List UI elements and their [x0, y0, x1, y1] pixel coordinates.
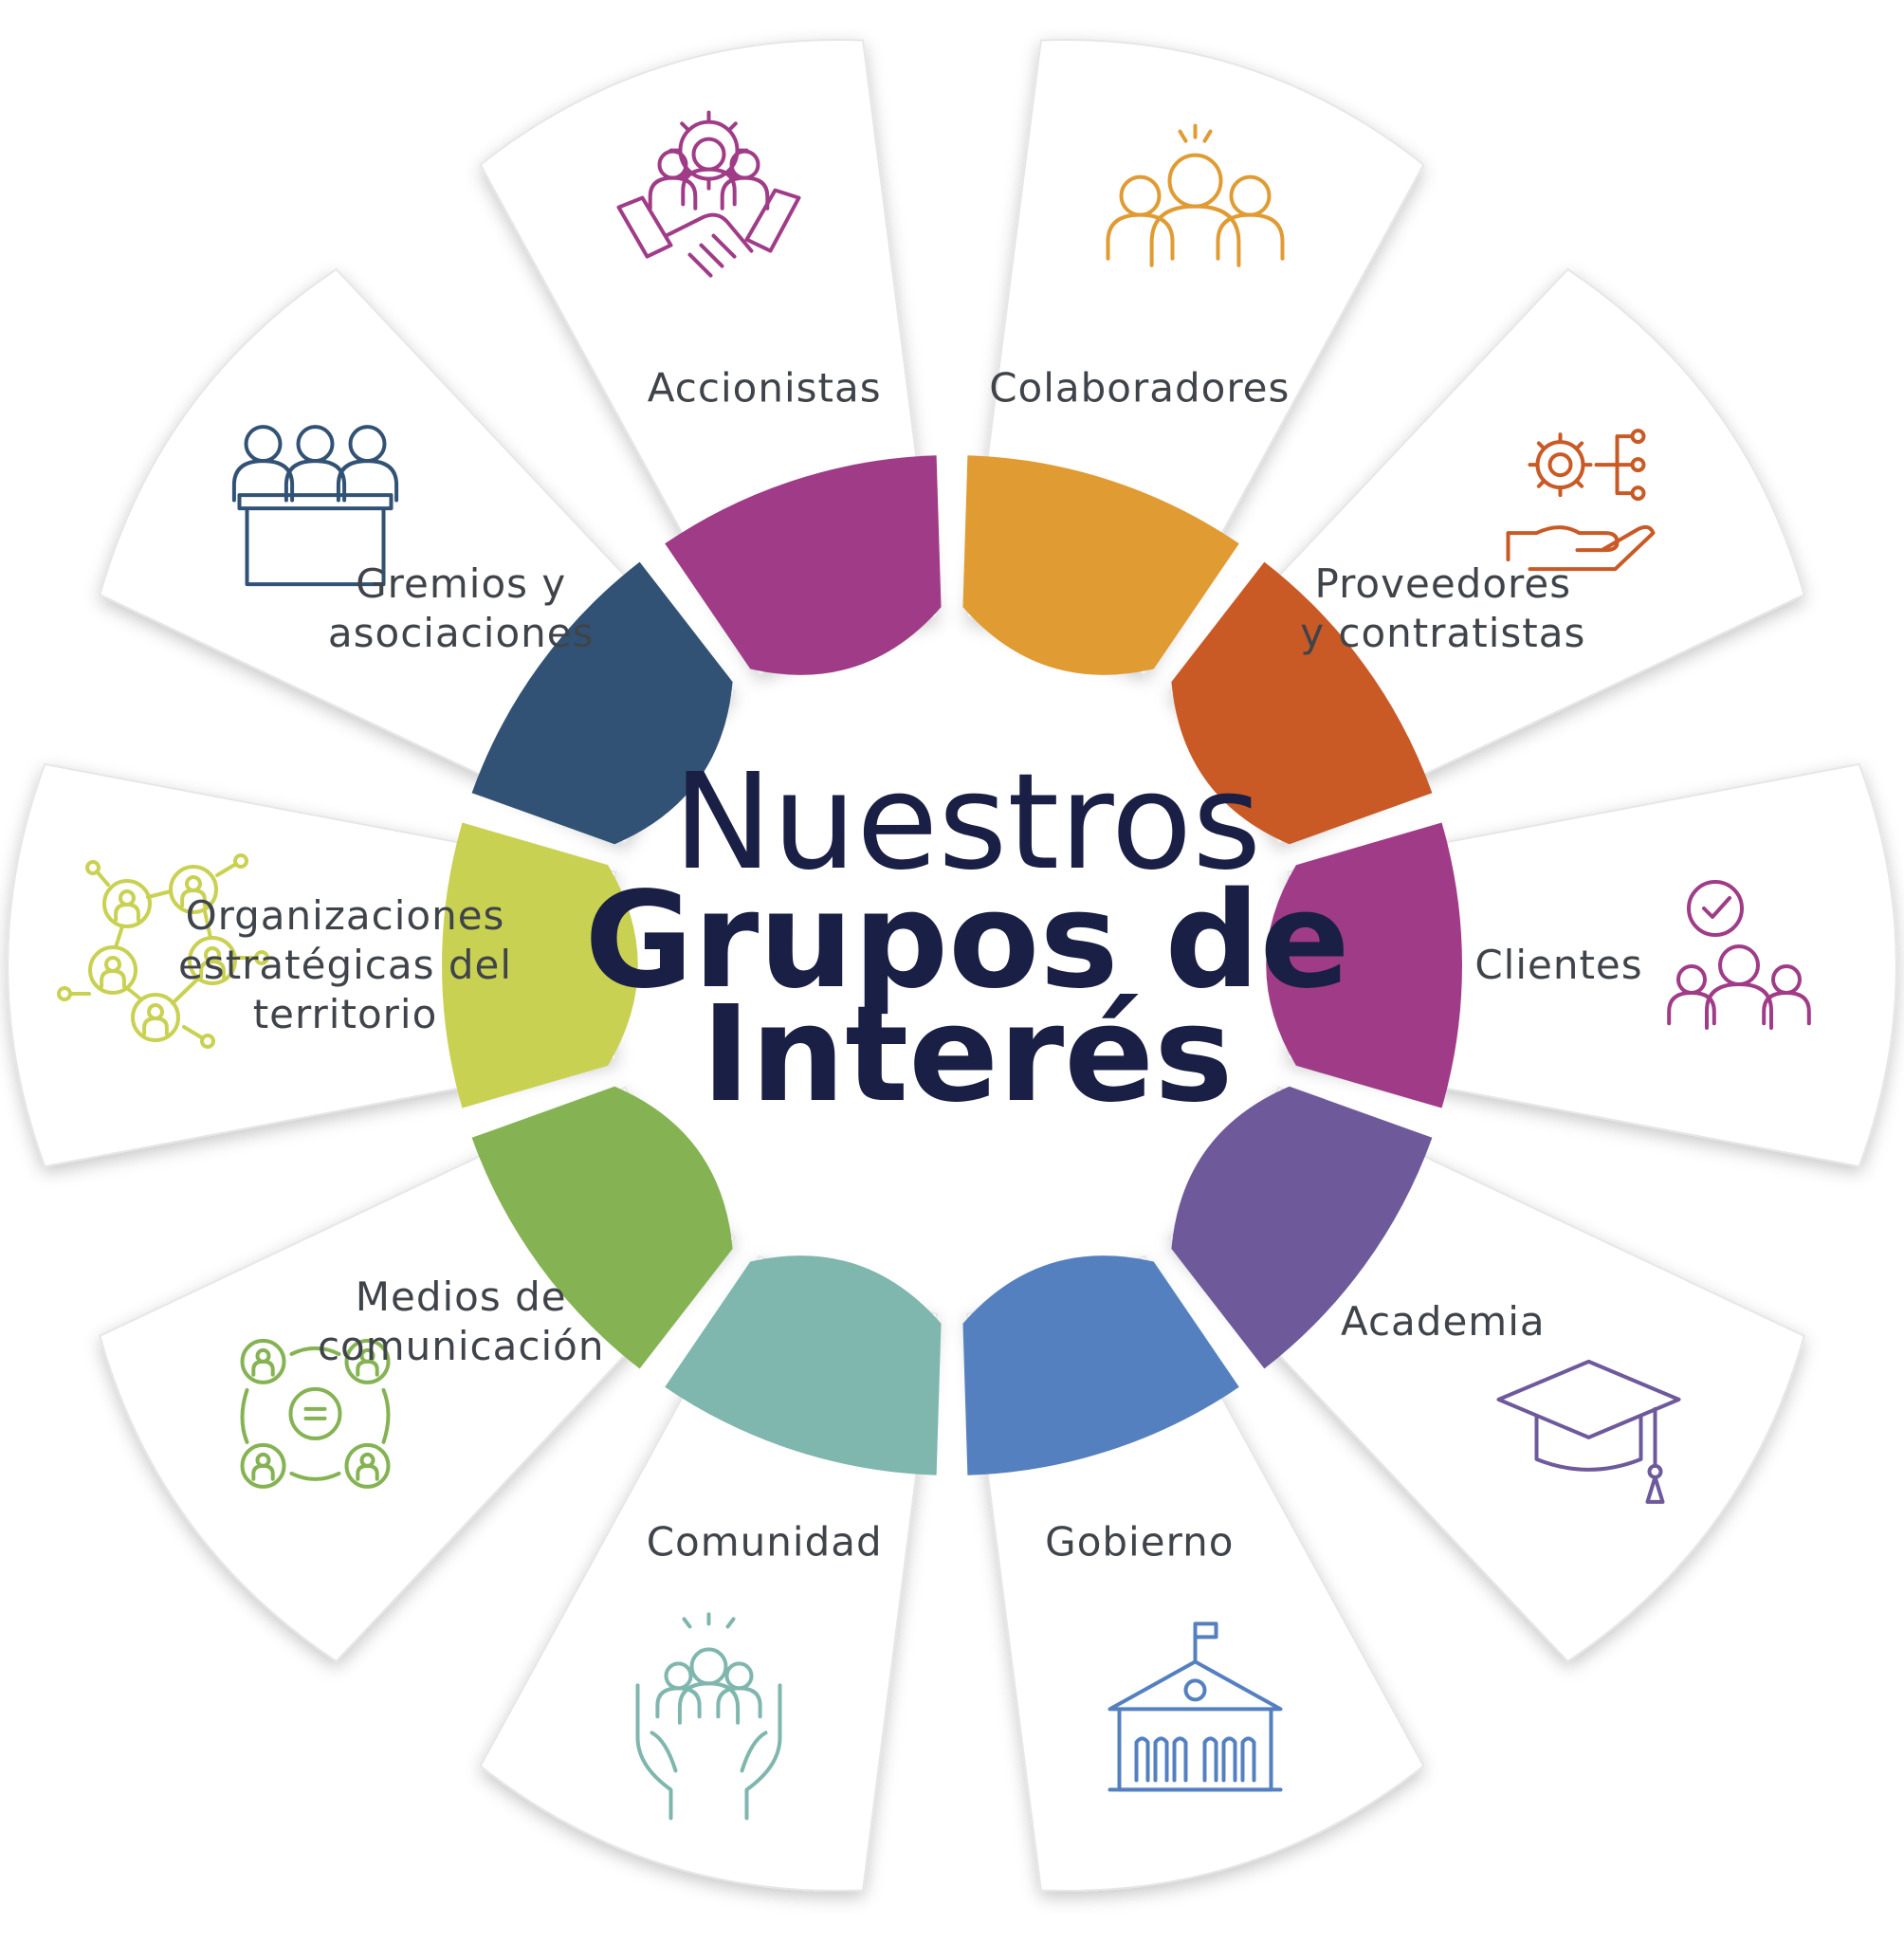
graduation-cap-icon — [1496, 1359, 1681, 1504]
label-proveedores-y-contratistas-line-1: Proveedores — [1315, 560, 1572, 607]
label-academia-line-1: Academia — [1341, 1298, 1546, 1345]
label-medios-de-comunicacion-line-2: comunicación — [318, 1323, 605, 1369]
color-segment-medios-de-comunicacion — [471, 1086, 733, 1369]
color-segment-organizaciones-estrategicas-del-territorio — [442, 822, 638, 1108]
diagram-title: Nuestros Grupos de Interés — [584, 745, 1349, 1132]
label-proveedores-y-contratistas-line-2: y contratistas — [1300, 610, 1585, 656]
title-line-2: Grupos de — [584, 864, 1349, 1018]
label-medios-de-comunicacion-line-1: Medios de — [356, 1273, 567, 1320]
community-hands-icon — [635, 1612, 782, 1821]
government-building-icon — [1108, 1621, 1283, 1792]
team-people-icon — [1106, 123, 1285, 267]
label-colaboradores-line-1: Colaboradores — [989, 364, 1290, 411]
handshake-gear-icon — [616, 110, 801, 278]
gear-network-hand-icon — [1506, 429, 1656, 572]
organization-network-icon — [57, 853, 269, 1049]
label-comunidad-line-1: Comunidad — [647, 1519, 883, 1566]
label-organizaciones-estrategicas-del-territorio-line-3: territorio — [253, 991, 438, 1037]
color-segment-academia — [1171, 1086, 1433, 1369]
panel-people-icon — [231, 425, 399, 587]
label-gremios-y-asociaciones-line-1: Gremios y — [356, 560, 566, 607]
color-segment-gremios-y-asociaciones — [471, 561, 733, 845]
title-line-3: Interés — [702, 978, 1234, 1132]
label-organizaciones-estrategicas-del-territorio-line-1: Organizaciones — [186, 892, 505, 939]
label-accionistas-line-1: Accionistas — [648, 364, 882, 411]
color-segment-proveedores-y-contratistas — [1171, 561, 1433, 845]
title-line-1: Nuestros — [673, 745, 1262, 900]
color-segments-layer — [442, 455, 1462, 1475]
color-segment-colaboradores — [962, 455, 1239, 675]
media-communication-icon — [240, 1338, 391, 1489]
color-segment-comunidad — [665, 1255, 942, 1475]
label-organizaciones-estrategicas-del-territorio-line-2: estratégicas del — [178, 942, 512, 988]
color-segment-accionistas — [665, 455, 942, 675]
color-segment-clientes — [1266, 822, 1462, 1108]
label-clientes-line-1: Clientes — [1474, 942, 1642, 988]
label-gobierno-line-1: Gobierno — [1045, 1519, 1234, 1566]
label-gremios-y-asociaciones-line-2: asociaciones — [328, 610, 595, 656]
color-segment-gobierno — [962, 1255, 1239, 1475]
clients-check-icon — [1667, 880, 1811, 1030]
